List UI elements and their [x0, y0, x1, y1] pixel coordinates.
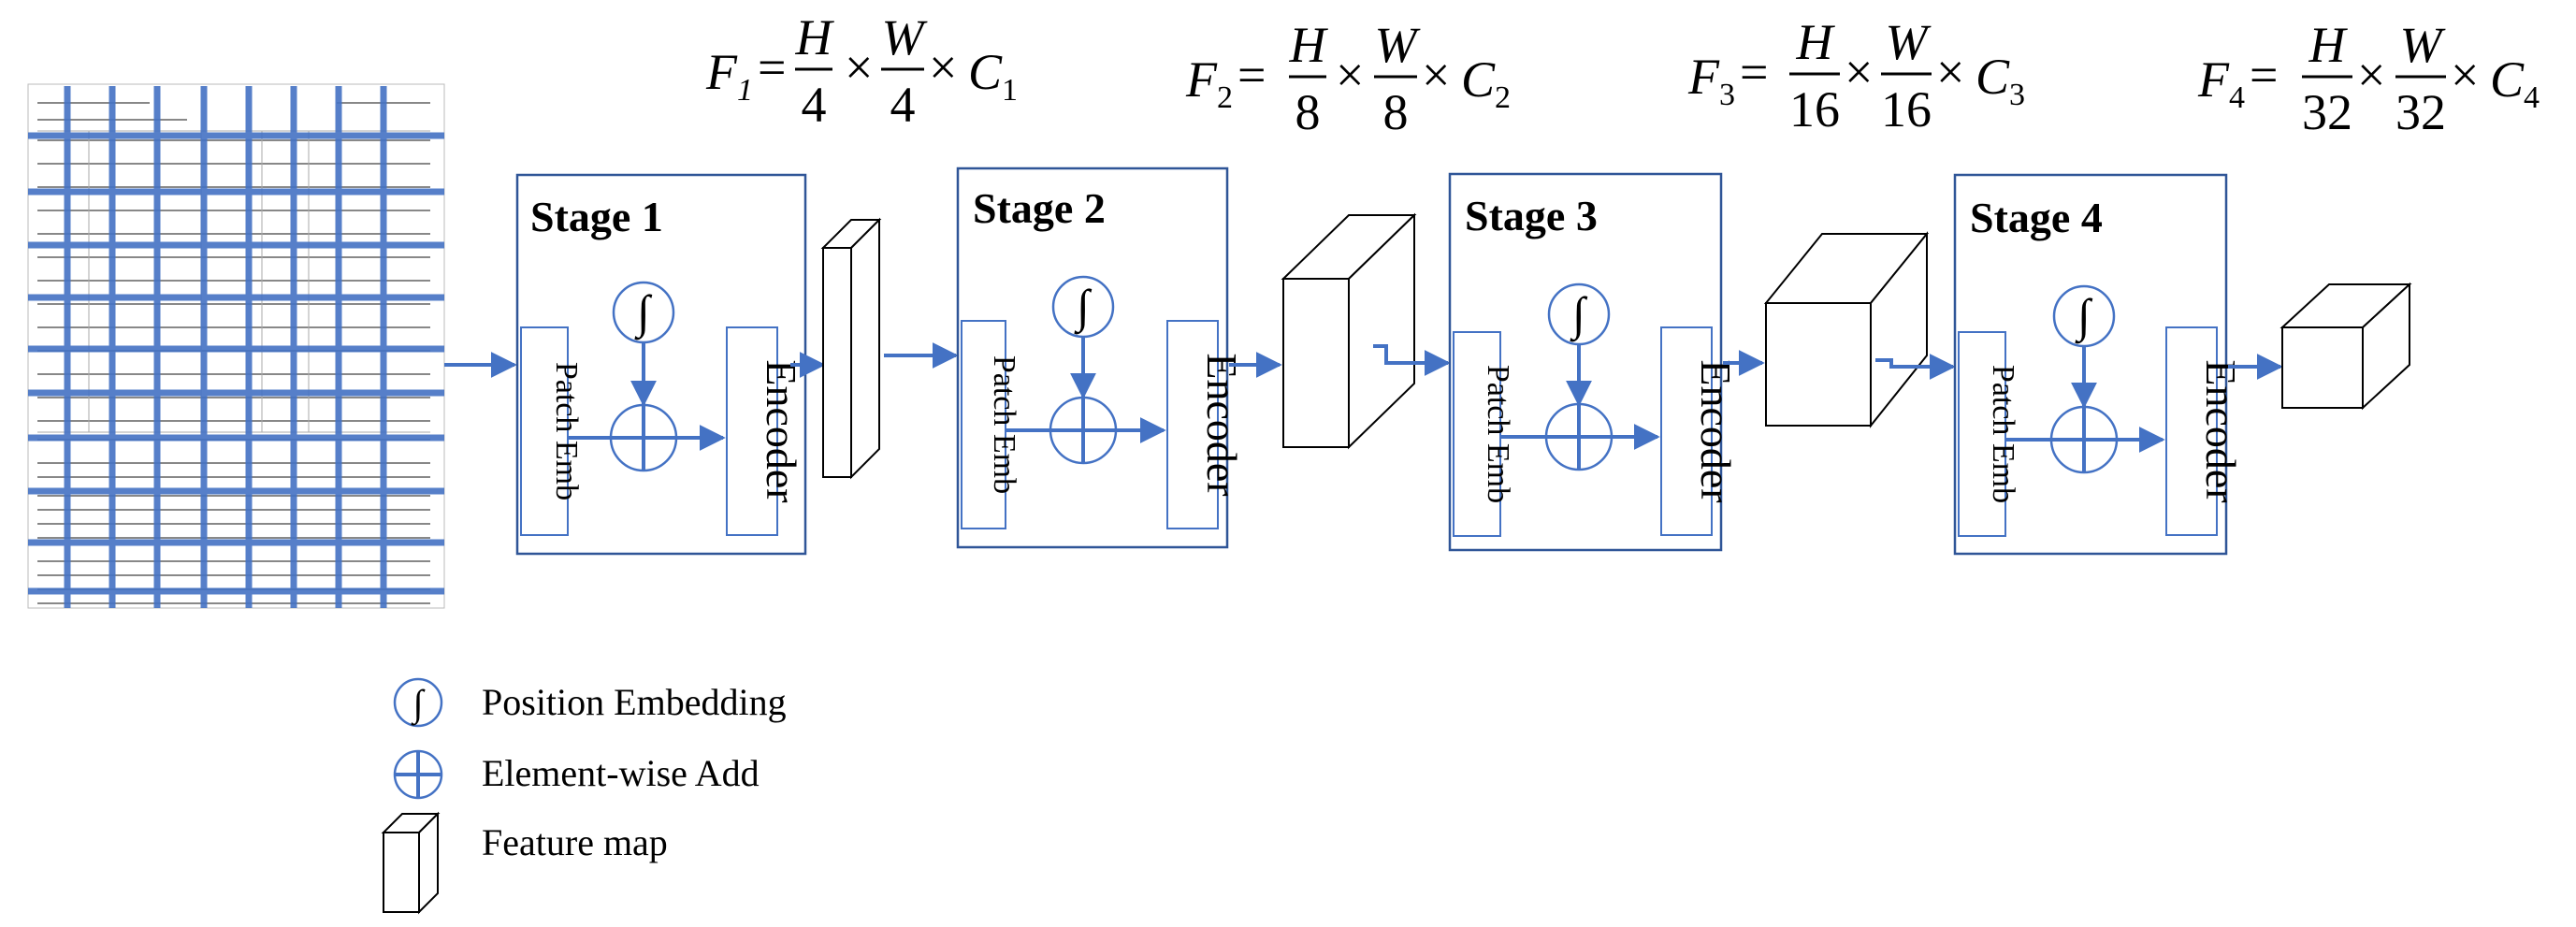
feature-map-4: [2279, 282, 2412, 411]
stage-2-block: Stage 2 Patch Emb Encoder ∫: [956, 167, 1246, 549]
input-image-text-lines: [37, 102, 430, 604]
legend-position-embedding: ∫ Position Embedding: [393, 677, 787, 728]
svg-text:=: =: [758, 39, 786, 95]
svg-text:4: 4: [890, 77, 916, 133]
stage-3-patch-emb-box: [1453, 331, 1501, 537]
svg-text:×: ×: [1422, 47, 1450, 103]
stage-1-block: Stage 1 Patch Emb Encoder ∫: [515, 173, 807, 556]
svg-text:×: ×: [1936, 44, 1964, 100]
stage-3-title: Stage 3: [1465, 192, 1598, 239]
svg-text:C1: C1: [968, 44, 1018, 108]
svg-text:F1: F1: [705, 44, 753, 108]
stage-3-patch-emb-label: Patch Emb: [1481, 365, 1515, 503]
stage-1-integral-glyph: ∫: [634, 285, 653, 340]
svg-text:×: ×: [2451, 47, 2479, 103]
svg-text:32: 32: [2395, 84, 2446, 140]
svg-text:H: H: [2308, 17, 2349, 73]
svg-text:16: 16: [1881, 81, 1932, 138]
stage-4-patch-emb-box: [1958, 331, 2006, 537]
svg-text:F2: F2: [1185, 51, 1233, 115]
stage-1-patch-emb-box: [520, 326, 569, 536]
svg-text:H: H: [795, 9, 835, 65]
svg-text:8: 8: [1383, 84, 1409, 140]
svg-text:W: W: [882, 9, 929, 65]
formula-f3: F3 = H 16 × W 16 × C3: [1687, 14, 2025, 138]
feature-map-icon: [381, 811, 441, 915]
svg-text:W: W: [1375, 17, 1422, 73]
arrow-feature-3-to-stage-4: [1875, 354, 1956, 380]
position-embedding-icon: [393, 677, 443, 728]
stage-2-title: Stage 2: [973, 184, 1106, 232]
arrow-feature-2-to-stage-3: [1373, 344, 1451, 376]
stage-4-patch-emb-label: Patch Emb: [1986, 365, 2020, 503]
stage-4-block: Stage 4 Patch Emb Encoder ∫: [1953, 173, 2245, 556]
legend-elementwise-add-label: Element-wise Add: [482, 752, 760, 794]
svg-text:32: 32: [2302, 84, 2352, 140]
svg-text:=: =: [1740, 44, 1768, 100]
svg-text:×: ×: [845, 39, 873, 95]
svg-text:C2: C2: [1461, 51, 1511, 115]
legend-feature-map-label: Feature map: [482, 821, 668, 863]
stage-1-encoder-label: Encoder: [758, 359, 805, 502]
stage-2-patch-emb-label: Patch Emb: [987, 355, 1021, 494]
formula-f4: F4 = H 32 × W 32 × C4: [2197, 17, 2540, 140]
legend-elementwise-add: Element-wise Add: [393, 749, 760, 800]
svg-text:4: 4: [802, 77, 827, 133]
svg-text:×: ×: [1845, 44, 1873, 100]
svg-text:×: ×: [1336, 47, 1364, 103]
svg-text:C4: C4: [2490, 51, 2540, 115]
stage-4-encoder-label: Encoder: [2197, 359, 2245, 502]
stage-3-integral-glyph: ∫: [1570, 287, 1588, 342]
stage-2-patch-emb-box: [961, 320, 1006, 529]
stage-3-block: Stage 3 Patch Emb Encoder ∫: [1448, 172, 1740, 552]
svg-text:=: =: [1237, 47, 1266, 103]
svg-text:W: W: [2400, 17, 2447, 73]
svg-text:H: H: [1796, 14, 1836, 70]
stage-1-patch-emb-label: Patch Emb: [549, 362, 584, 500]
feature-map-2: [1281, 212, 1417, 450]
svg-text:C3: C3: [1975, 49, 2025, 112]
legend-position-embedding-label: Position Embedding: [482, 681, 787, 723]
stage-4-integral-glyph: ∫: [2075, 289, 2093, 344]
formula-f1: F1 = H 4 × W 4 × C1: [705, 9, 1018, 133]
stage-2-integral-glyph: ∫: [1074, 280, 1093, 335]
svg-text:×: ×: [929, 39, 957, 95]
stage-3-encoder-label: Encoder: [1692, 359, 1740, 502]
stage-4-title: Stage 4: [1970, 194, 2103, 241]
formula-f2: F2 = H 8 × W 8 × C2: [1185, 17, 1511, 140]
input-image-patch-grid: [28, 86, 444, 608]
stage-1-title: Stage 1: [530, 193, 663, 240]
stage-2-encoder-box: [1166, 320, 1219, 529]
stage-2-encoder-label: Encoder: [1198, 353, 1246, 496]
legend: ∫ Position Embedding Element-wise Add Fe…: [381, 677, 787, 915]
svg-text:=: =: [2250, 47, 2278, 103]
legend-feature-map: Feature map: [381, 811, 668, 915]
stage-4-encoder-box: [2165, 326, 2218, 536]
svg-text:×: ×: [2357, 47, 2385, 103]
svg-text:8: 8: [1295, 84, 1321, 140]
feature-map-1: [820, 217, 882, 480]
svg-text:H: H: [1289, 17, 1329, 73]
legend-integral-glyph: ∫: [411, 682, 427, 726]
input-image: [27, 83, 445, 609]
stage-3-encoder-box: [1660, 326, 1713, 536]
feature-map-3: [1763, 231, 1930, 428]
stage-1-encoder-box: [726, 326, 778, 536]
svg-text:16: 16: [1789, 81, 1840, 138]
svg-text:W: W: [1886, 14, 1932, 70]
svg-text:F3: F3: [1687, 49, 1735, 112]
svg-text:F4: F4: [2197, 51, 2245, 115]
